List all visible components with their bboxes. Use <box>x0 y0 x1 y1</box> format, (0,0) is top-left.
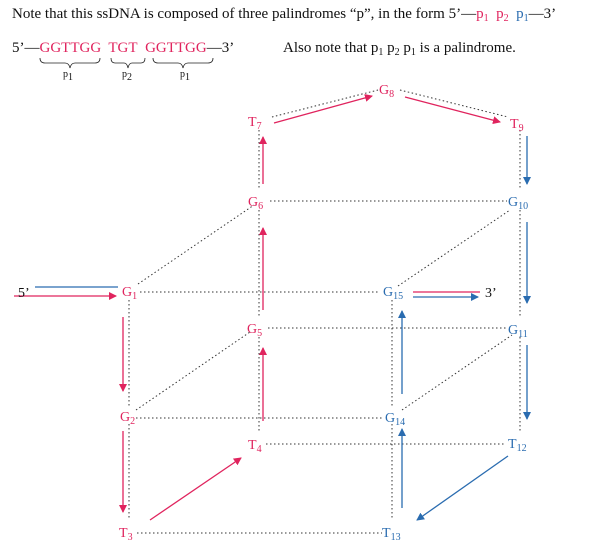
seq-part-2: TGT <box>108 40 138 56</box>
intro-line: Note that this ssDNA is composed of thre… <box>12 6 556 24</box>
palindrome-note: Also note that p1 p2 p1 is a palindrome. <box>283 40 516 58</box>
seq-suffix: —3’ <box>206 40 235 56</box>
bracket-p1-c <box>152 57 214 69</box>
seq-part-3: GGTTGG <box>145 40 207 56</box>
node-labels: G1 G2 T3 T4 G5 G6 T7 G8 T9 G10 G11 T12 T… <box>119 83 528 543</box>
form-term-p2: p2 <box>496 6 509 24</box>
node-T3: T3 <box>119 526 133 543</box>
node-G14: G14 <box>385 411 405 428</box>
bracket-p1 <box>39 57 101 69</box>
bracket-p2 <box>110 57 146 69</box>
dotted-connectors <box>128 89 521 534</box>
node-T9: T9 <box>510 117 524 134</box>
arrow-T7-G8 <box>273 94 373 124</box>
node-G11: G11 <box>508 323 528 340</box>
node-G15: G15 <box>383 285 403 302</box>
node-G6: G6 <box>248 195 263 212</box>
dot-G14-G11 <box>401 334 513 411</box>
seq-prefix: 5’— <box>12 40 40 56</box>
seq-part-1: GGTTGG <box>39 40 102 56</box>
node-T12: T12 <box>508 437 527 454</box>
arrow-G8-T9 <box>404 96 501 125</box>
sequence-line: 5’—GGTTGG TGT GGTTGG—3’ <box>12 40 234 57</box>
arrow-T12-T13 <box>416 455 509 521</box>
node-G1: G1 <box>122 285 137 302</box>
three-prime-label: 3’ <box>485 286 497 301</box>
node-G5: G5 <box>247 322 262 339</box>
node-T13: T13 <box>382 526 401 543</box>
intro-suffix: —3’ <box>528 6 557 22</box>
form-term-p1: p1 <box>476 6 489 24</box>
dot-G1-G6 <box>137 204 255 285</box>
node-T4: T4 <box>248 438 262 455</box>
bracket-label-p2: p2 <box>122 69 132 83</box>
dot-G8-T9 <box>399 89 509 118</box>
node-T7: T7 <box>248 115 262 132</box>
node-G10: G10 <box>508 195 528 212</box>
arrow-T3-T4 <box>149 457 242 521</box>
bracket-label-p1-b: p1 <box>180 69 190 83</box>
sequence-brackets <box>39 57 214 69</box>
node-G2: G2 <box>120 410 135 427</box>
intro-text: Note that this ssDNA is composed of thre… <box>12 6 477 22</box>
bracket-label-p1: p1 <box>63 69 73 83</box>
five-prime-label: 5’ <box>18 286 30 301</box>
dot-G2-G5 <box>135 331 251 411</box>
dot-T7-G8 <box>271 89 379 118</box>
node-G8: G8 <box>379 83 394 100</box>
strand-arrows <box>14 94 531 521</box>
form-term-p1-rev: p1 <box>516 6 529 24</box>
dot-G15-G10 <box>397 209 511 287</box>
